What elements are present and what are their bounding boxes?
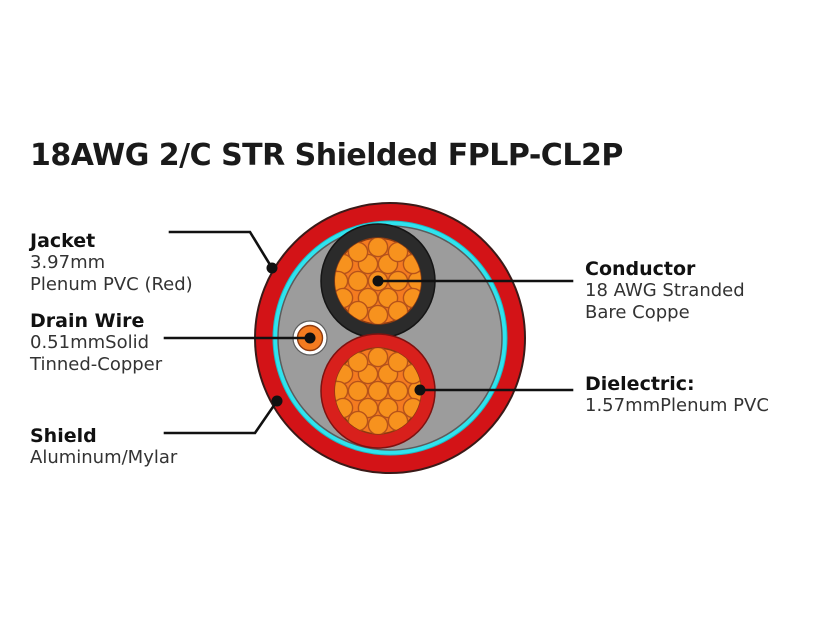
anchor-dot-shield <box>271 395 283 407</box>
copper-strand <box>367 304 389 324</box>
callout-conductor-line2: Bare Coppe <box>585 301 690 323</box>
copper-strand <box>367 348 389 368</box>
leader-anchor-dots <box>266 262 426 407</box>
copper-strand <box>367 380 389 402</box>
callout-drain-wire: Drain Wire 0.51mmSolid Tinned-Copper <box>30 310 162 375</box>
copper-strand <box>347 270 369 292</box>
callout-drain-wire-line2: Tinned-Copper <box>30 353 163 375</box>
callout-jacket-line1: 3.97mm <box>30 252 106 274</box>
callout-conductor-line1: 18 AWG Stranded <box>585 280 745 302</box>
callout-shield-line1: Aluminum/Mylar <box>30 447 178 469</box>
callout-drain-wire-line1: 0.51mmSolid <box>30 332 150 354</box>
callout-dielectric-heading: Dielectric: <box>585 373 695 395</box>
callout-jacket-line2: Plenum PVC (Red) <box>30 273 193 295</box>
callout-shield: Shield Aluminum/Mylar <box>30 425 177 469</box>
anchor-dot-drain-wire <box>304 332 316 344</box>
leader-line-shield <box>163 399 279 435</box>
anchor-dot-jacket <box>266 262 278 274</box>
copper-strand <box>387 380 409 402</box>
callout-conductor-heading: Conductor <box>585 258 696 280</box>
page-title: 18AWG 2/C STR Shielded FPLP-CL2P <box>30 138 623 173</box>
anchor-dot-conductor <box>372 275 384 287</box>
callout-dielectric-line1: 1.57mmPlenum PVC <box>585 395 769 417</box>
callout-jacket: Jacket 3.97mm Plenum PVC (Red) <box>30 230 193 295</box>
copper-strand <box>347 380 369 402</box>
callout-drain-wire-heading: Drain Wire <box>30 310 145 332</box>
leader-lines <box>163 230 574 435</box>
callout-conductor: Conductor 18 AWG Stranded Bare Coppe <box>585 258 745 323</box>
callout-shield-heading: Shield <box>30 425 97 447</box>
leader-line-jacket <box>168 230 274 270</box>
anchor-dot-dielectric <box>414 384 426 396</box>
callout-dielectric: Dielectric: 1.57mmPlenum PVC <box>585 373 769 417</box>
conductor-red-insulated <box>320 333 436 449</box>
callout-jacket-heading: Jacket <box>30 230 96 252</box>
copper-strand <box>367 414 389 434</box>
copper-strand <box>367 238 389 258</box>
